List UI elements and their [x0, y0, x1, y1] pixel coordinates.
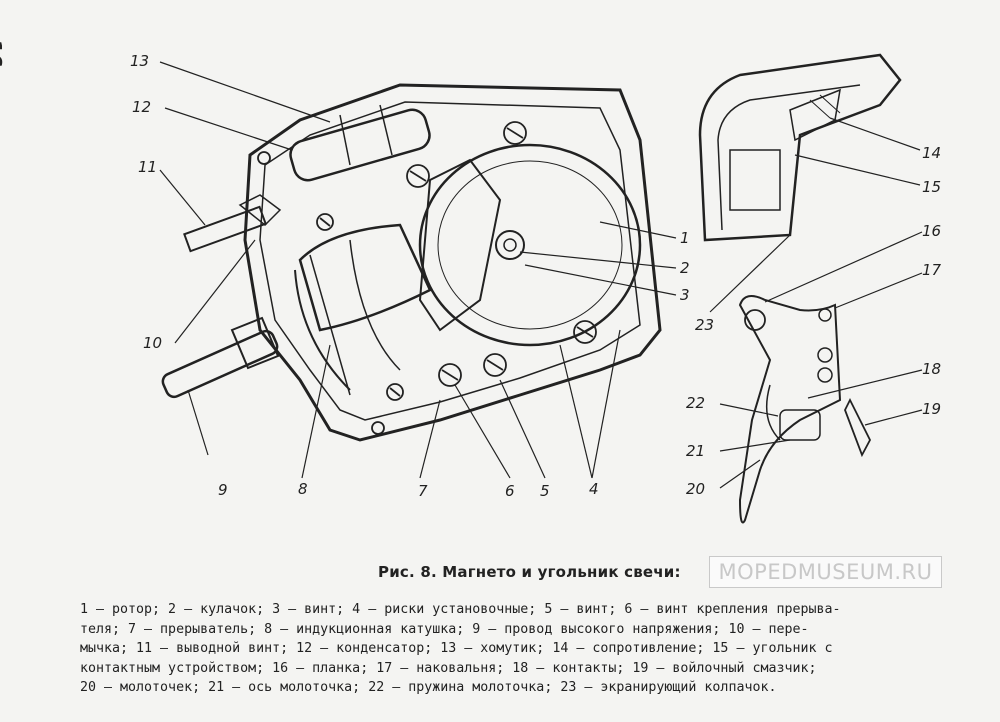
leader-lines — [159, 61, 923, 489]
label-20: 20 — [686, 480, 705, 498]
high-voltage-wire — [161, 316, 280, 399]
output-screw — [183, 194, 282, 253]
label-18: 18 — [922, 360, 941, 378]
label-4: 4 — [589, 480, 599, 498]
condenser — [289, 104, 431, 182]
rotor — [418, 143, 642, 347]
label-2: 2 — [680, 259, 690, 277]
label-11: 11 — [138, 158, 157, 176]
figure-caption: Рис. 8. Магнето и угольник свечи: — [378, 563, 681, 581]
label-19: 19 — [922, 400, 941, 418]
label-23: 23 — [695, 316, 714, 334]
watermark: MOPEDMUSEUM.RU — [709, 556, 942, 588]
legend-line: 1 — ротор; 2 — кулачок; 3 — винт; 4 — ри… — [80, 602, 841, 617]
magneto-diagram: 13 12 11 10 9 8 7 6 5 4 1 2 3 14 15 16 1… — [130, 52, 942, 524]
breaker-detail — [738, 295, 872, 524]
label-5: 5 — [540, 482, 550, 500]
label-14: 14 — [922, 144, 941, 162]
label-10: 10 — [143, 334, 162, 352]
label-21: 21 — [686, 442, 705, 460]
label-6: 6 — [505, 482, 515, 500]
magneto-housing — [243, 83, 662, 442]
label-15: 15 — [922, 178, 941, 196]
induction-coil — [294, 223, 432, 396]
legend-line: 20 — молоточек; 21 — ось молоточка; 22 —… — [80, 680, 777, 695]
label-22: 22 — [686, 394, 705, 412]
label-17: 17 — [922, 261, 942, 279]
screws — [257, 121, 597, 435]
label-16: 16 — [922, 222, 941, 240]
label-8: 8 — [298, 480, 308, 498]
label-9: 9 — [218, 481, 228, 499]
legend-line: контактным устройством; 16 — планка; 17 … — [80, 660, 817, 676]
label-13: 13 — [130, 52, 149, 70]
legend: 1 — ротор; 2 — кулачок; 3 — винт; 4 — ри… — [80, 600, 950, 698]
breaker — [418, 158, 525, 332]
spark-plug-elbow — [698, 53, 902, 242]
legend-line: теля; 7 — прерыватель; 8 — индукционная … — [80, 621, 809, 637]
label-1: 1 — [680, 229, 690, 247]
label-7: 7 — [418, 482, 428, 500]
label-12: 12 — [132, 98, 151, 116]
legend-line: мычка; 11 — выводной винт; 12 — конденса… — [80, 641, 833, 656]
label-3: 3 — [680, 286, 690, 304]
